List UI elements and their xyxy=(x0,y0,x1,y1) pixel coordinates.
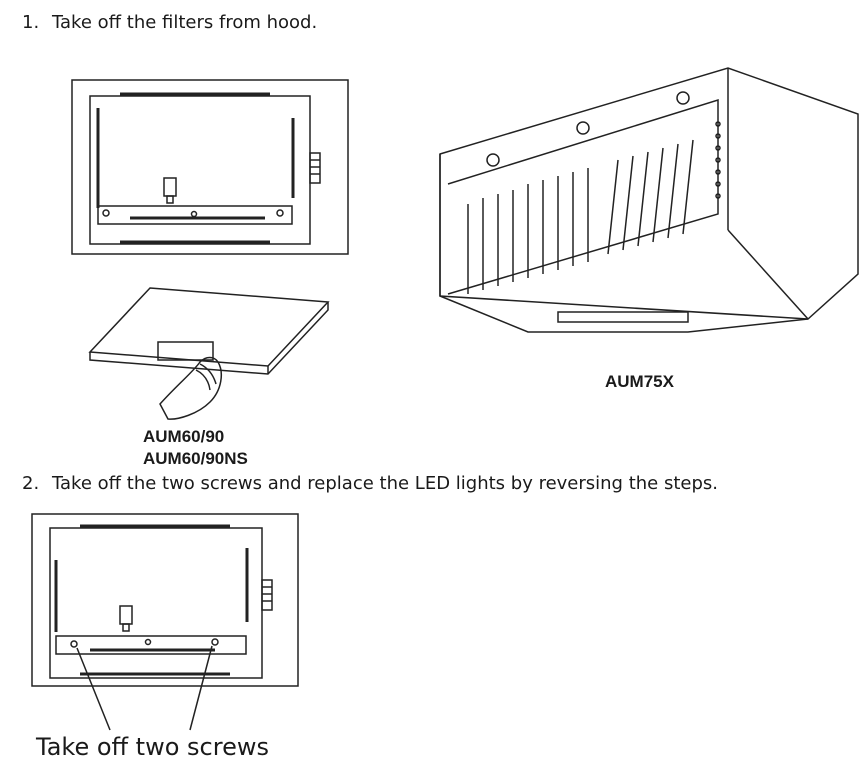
model-label-aum60-90: AUM60/90 xyxy=(143,427,225,446)
step-1-text: Take off the filters from hood. xyxy=(52,12,318,33)
baffle-filter-right xyxy=(608,140,693,254)
model-label-aum75x: AUM75X xyxy=(605,372,674,391)
step-2-text: Take off the two screws and replace the … xyxy=(52,473,718,494)
hood-bottom-view-screws-figure xyxy=(30,512,300,734)
hood-bottom-view-figure xyxy=(70,78,350,258)
screw-right xyxy=(212,639,218,645)
model-label-aum60-90ns: AUM60/90NS xyxy=(143,449,248,468)
step-1-instruction: 1. Take off the filters from hood. xyxy=(22,12,317,33)
callout-line-left xyxy=(77,648,110,730)
hood-perspective-figure xyxy=(438,64,860,338)
light-strip xyxy=(558,312,688,322)
screw-left xyxy=(71,641,77,647)
light-bar xyxy=(98,206,292,224)
screw-left xyxy=(103,210,109,216)
hood-outer-frame xyxy=(32,514,298,686)
step-2-instruction: 2. Take off the two screws and replace th… xyxy=(22,473,718,494)
step-1-number: 1. xyxy=(22,12,40,33)
filter-handle xyxy=(158,342,213,360)
step-2-number: 2. xyxy=(22,473,40,494)
filter-panel xyxy=(90,288,328,366)
hood-light-center xyxy=(577,122,589,134)
light-fixture xyxy=(120,606,132,624)
filter-removal-figure xyxy=(88,284,333,424)
hand-icon xyxy=(160,358,221,420)
hood-light-left xyxy=(487,154,499,166)
light-fixture xyxy=(164,178,176,196)
light-bar xyxy=(56,636,246,654)
hood-body-outline xyxy=(440,68,858,319)
screws-callout-label: Take off two screws xyxy=(36,733,269,761)
hood-inner-frame xyxy=(90,96,310,244)
hood-light-right xyxy=(677,92,689,104)
control-panel xyxy=(262,580,272,610)
hood-outer-frame xyxy=(72,80,348,254)
hood-inner-frame xyxy=(50,528,262,678)
control-panel xyxy=(310,153,320,183)
screw-right xyxy=(277,210,283,216)
baffle-filter-left xyxy=(468,168,588,294)
callout-line-right xyxy=(190,646,212,730)
